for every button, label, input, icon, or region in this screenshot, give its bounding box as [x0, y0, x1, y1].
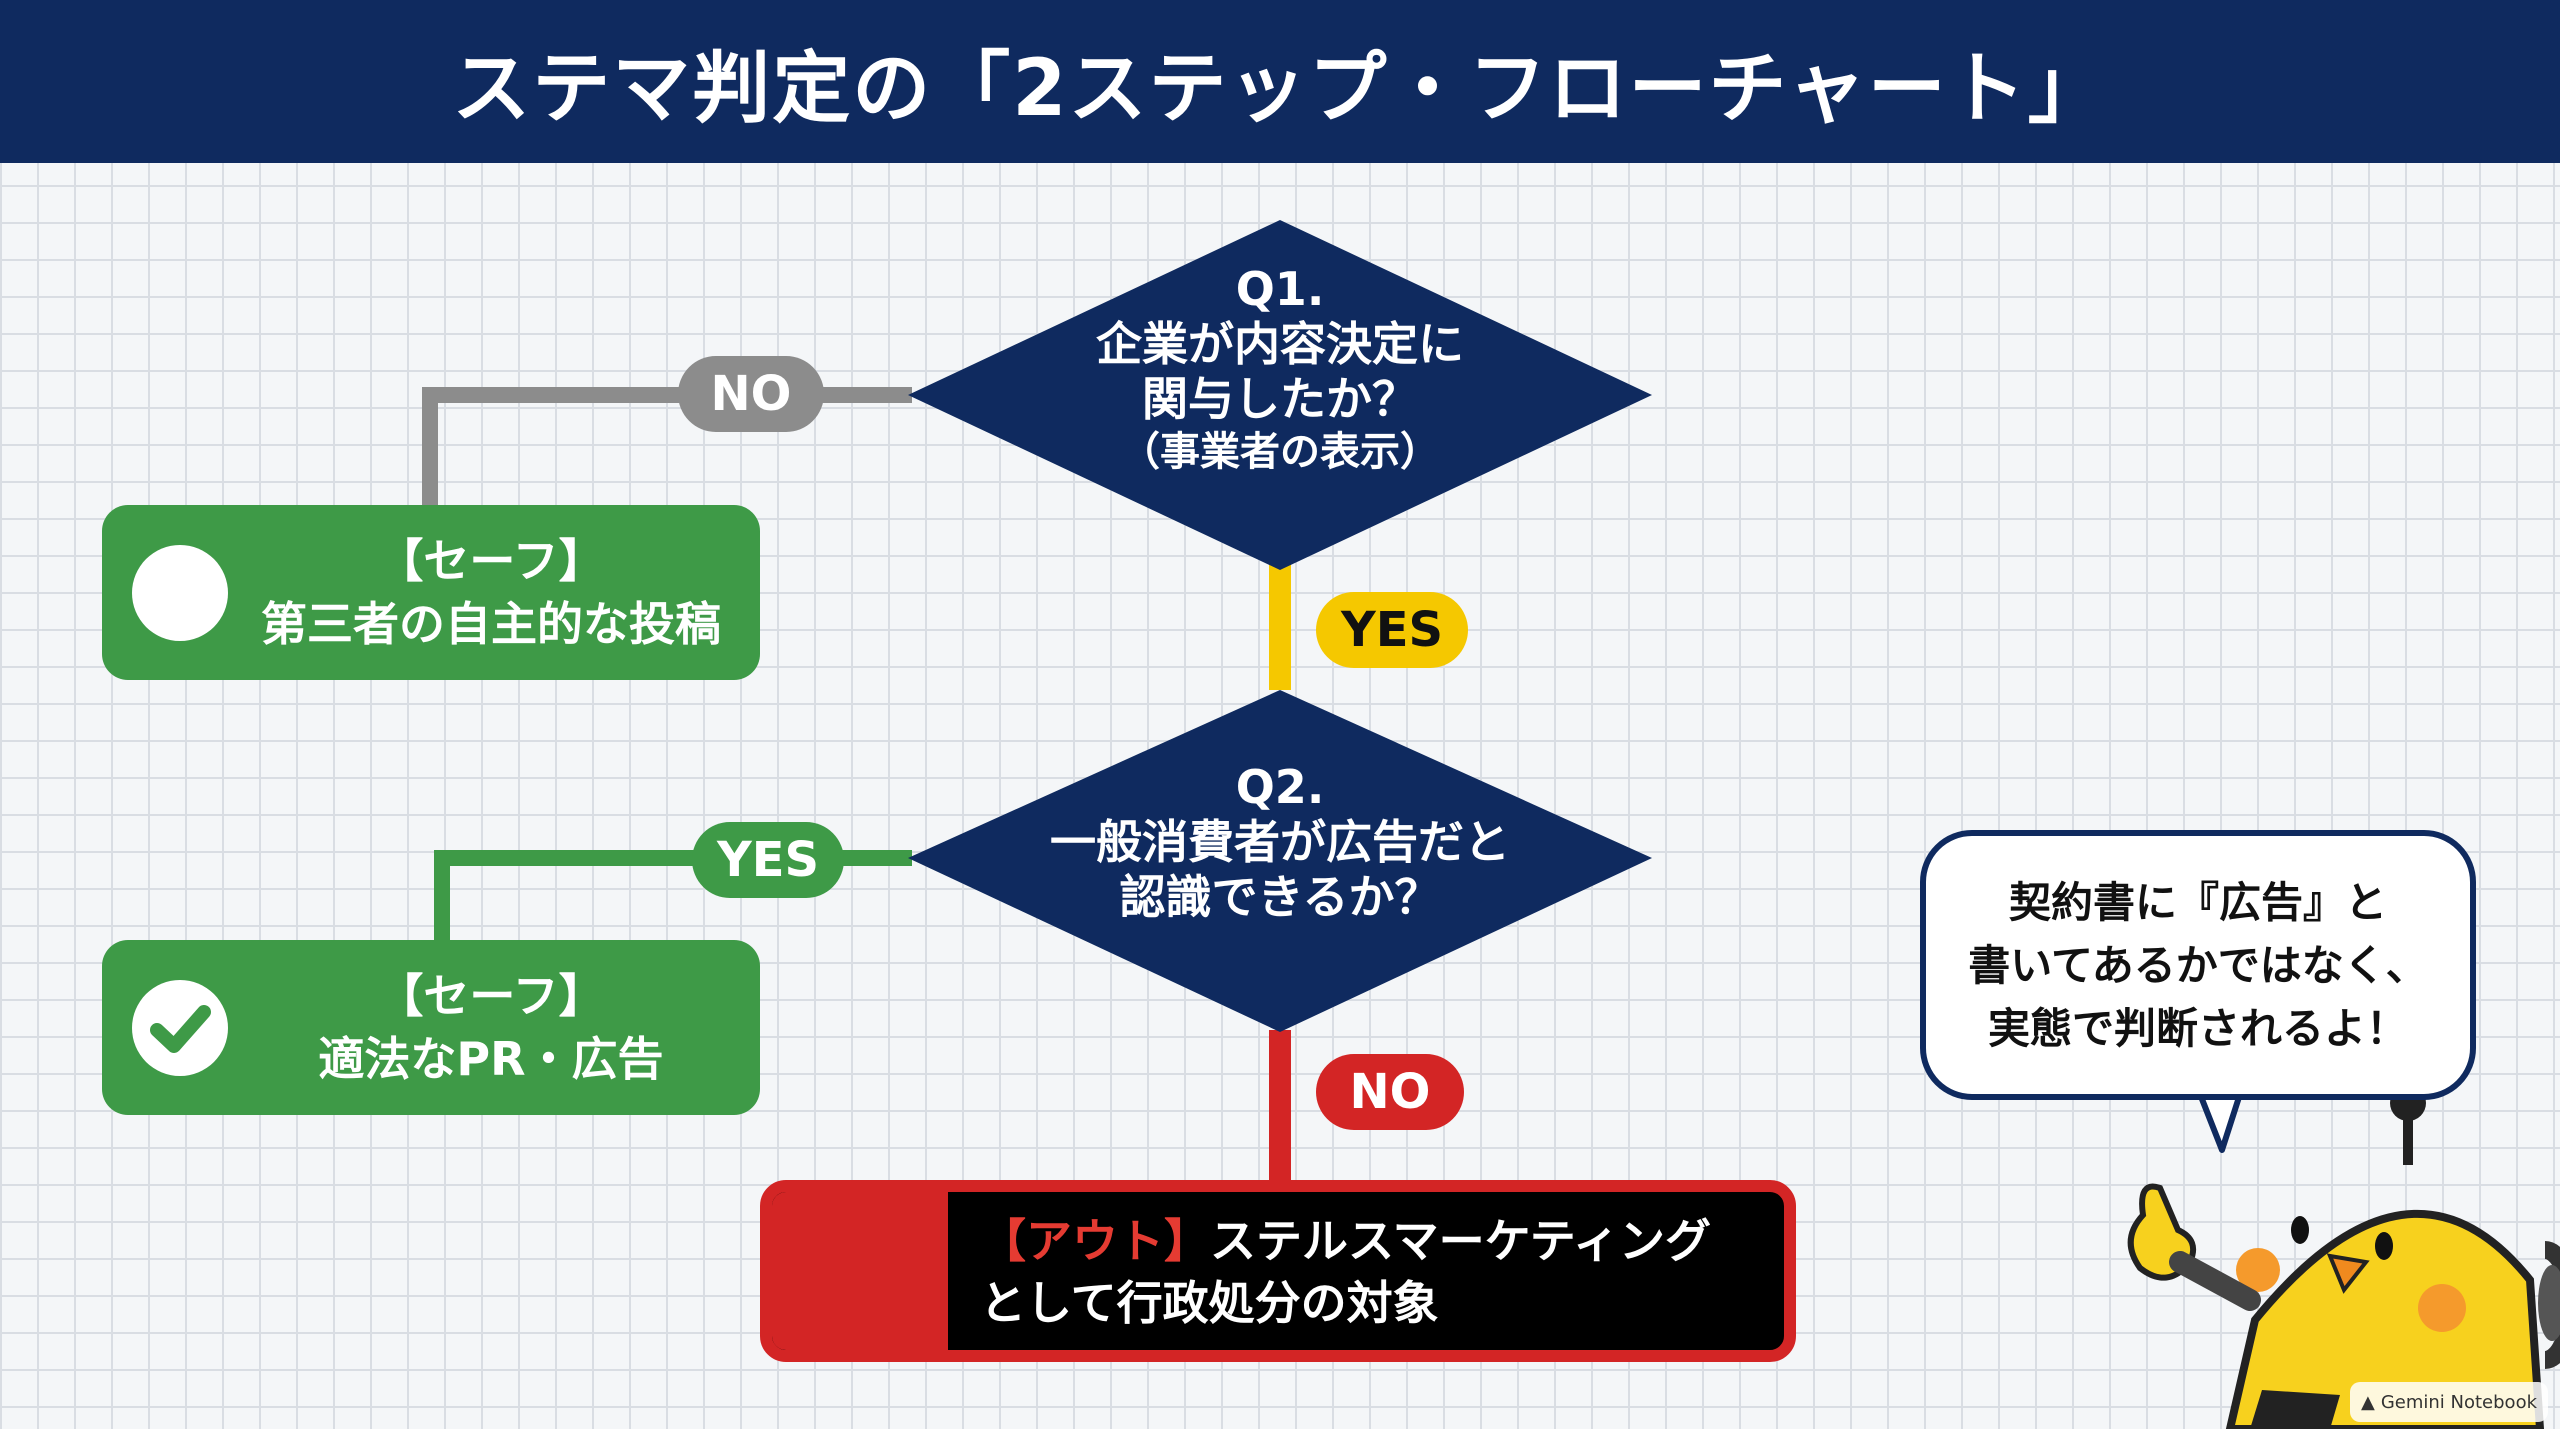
- q2-yes-pill: YES: [692, 822, 844, 898]
- q2-line2: 認識できるか？: [1119, 870, 1441, 925]
- q1-text: Q1. 企業が内容決定に 関与したか？ （事業者の表示）: [1030, 262, 1530, 476]
- page-title: ステマ判定の「2ステップ・フローチャート」: [452, 43, 2108, 134]
- safe2-heading: 【セーフ】: [377, 969, 605, 1024]
- q2-line1: 一般消費者が広告だと: [1050, 815, 1510, 870]
- mascot-robot-chick: [2127, 1085, 2560, 1429]
- q1-diamond: [908, 220, 1652, 570]
- bubble-line3: 実態で判断されるよ！: [1987, 1003, 2408, 1053]
- q1-line1: 企業が内容決定に: [1096, 317, 1464, 372]
- q2-no-pill: NO: [1316, 1054, 1464, 1130]
- check-icon: [132, 545, 228, 641]
- q2-text: Q2. 一般消費者が広告だと 認識できるか？: [1000, 760, 1560, 926]
- out-tag: 【アウト】: [980, 1214, 1210, 1268]
- header-bar: ステマ判定の「2ステップ・フローチャート」: [0, 0, 2560, 163]
- speech-bubble: 契約書に『広告』と 書いてあるかではなく、 実態で判断されるよ！: [1920, 830, 2476, 1100]
- bubble-line1: 契約書に『広告』と: [2008, 877, 2387, 927]
- q1-no-pill: NO: [678, 356, 824, 432]
- q1-no-connector: [422, 387, 912, 510]
- out-result-box: 【アウト】ステルスマーケティング として行政処分の対象: [760, 1180, 1796, 1362]
- badge-text: Gemini Notebook: [2380, 1391, 2538, 1413]
- q2-label: Q2.: [1235, 760, 1325, 814]
- q1-line2: 関与したか？: [1142, 372, 1418, 427]
- check-icon: [132, 980, 228, 1076]
- notebook-icon: ▲: [2360, 1391, 2375, 1413]
- bubble-tail: [2197, 1091, 2243, 1153]
- out-line1: ステルスマーケティング: [1210, 1214, 1711, 1268]
- q1-line3: （事業者の表示）: [1120, 428, 1440, 475]
- safe1-heading: 【セーフ】: [377, 534, 605, 589]
- safe2-description: 適法なPR・広告: [318, 1031, 664, 1086]
- q1-yes-pill: YES: [1316, 592, 1468, 668]
- bomb-panel: [772, 1192, 948, 1350]
- out-line2: として行政処分の対象: [980, 1276, 1439, 1331]
- bubble-line2: 書いてあるかではなく、: [1968, 940, 2428, 990]
- q2-diamond: [908, 690, 1652, 1032]
- safe-result-box-1: 【セーフ】 第三者の自主的な投稿: [102, 505, 760, 680]
- q1-label: Q1.: [1235, 262, 1325, 316]
- gemini-notebook-badge: ▲ Gemini Notebook: [2350, 1382, 2548, 1422]
- safe-result-box-2: 【セーフ】 適法なPR・広告: [102, 940, 760, 1115]
- check-icon-mark: [150, 1005, 211, 1053]
- safe1-description: 第三者の自主的な投稿: [261, 596, 721, 651]
